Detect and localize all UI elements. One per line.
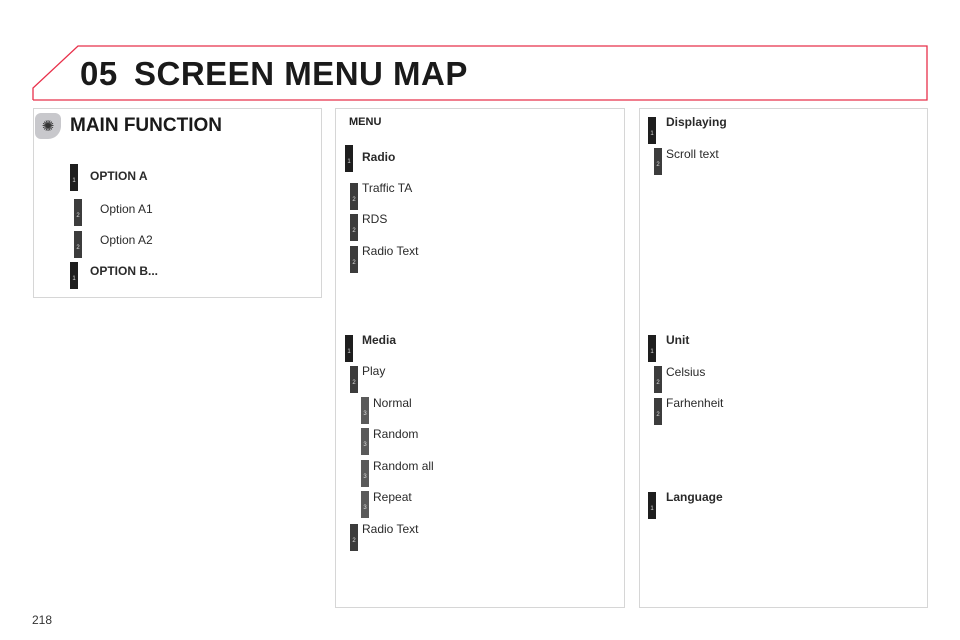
level-number: 2 <box>76 213 80 219</box>
level-badge: 2 <box>350 214 358 241</box>
level-number: 2 <box>352 260 356 266</box>
level-badge: 1 <box>345 145 353 172</box>
main-function-item-label: Option A1 <box>100 202 153 216</box>
level-number: 1 <box>650 349 654 355</box>
level-badge: 2 <box>654 398 662 425</box>
level-number: 2 <box>76 245 80 251</box>
level-badge: 2 <box>350 524 358 551</box>
level-badge: 1 <box>345 335 353 362</box>
level-number: 2 <box>352 538 356 544</box>
main-function-item-label: OPTION A <box>90 169 148 183</box>
level-badge: 1 <box>648 335 656 362</box>
settings-item-label: Displaying <box>666 115 727 129</box>
menu-item-label: Random <box>373 427 419 441</box>
settings-item-label: Farhenheit <box>666 396 724 410</box>
level-badge: 1 <box>70 164 78 191</box>
level-number: 3 <box>363 411 367 417</box>
main-function-item-label: OPTION B... <box>90 264 159 278</box>
level-badge: 3 <box>361 397 369 424</box>
level-number: 2 <box>656 380 660 386</box>
level-badge: 2 <box>654 148 662 175</box>
chapter-number: 05 <box>80 55 118 92</box>
level-badge: 3 <box>361 491 369 518</box>
main-function-item-label: Option A2 <box>100 233 153 247</box>
menu-item-label: Normal <box>373 396 412 410</box>
menu-item-label: Media <box>362 333 397 347</box>
settings-item-label: Scroll text <box>666 147 719 161</box>
level-number: 3 <box>363 442 367 448</box>
level-badge: 1 <box>648 492 656 519</box>
settings-panel <box>639 108 928 608</box>
menu-item-label: Radio <box>362 150 396 164</box>
level-number: 2 <box>352 197 356 203</box>
settings-item-label: Language <box>666 490 723 504</box>
menu-item-label: Repeat <box>373 490 412 504</box>
level-number: 3 <box>363 505 367 511</box>
level-badge: 1 <box>70 262 78 289</box>
settings-item-label: Unit <box>666 333 690 347</box>
menu-item-label: Play <box>362 364 386 378</box>
level-number: 2 <box>656 162 660 168</box>
level-number: 1 <box>72 276 76 282</box>
menu-item-label: Random all <box>373 459 434 473</box>
level-badge: 2 <box>350 246 358 273</box>
level-number: 1 <box>650 131 654 137</box>
main-function-title: MAIN FUNCTION <box>70 115 222 136</box>
level-badge: 3 <box>361 428 369 455</box>
page-title: SCREEN MENU MAP <box>134 55 468 92</box>
level-number: 1 <box>650 506 654 512</box>
level-number: 2 <box>352 380 356 386</box>
level-badge: 2 <box>654 366 662 393</box>
level-badge: 2 <box>350 183 358 210</box>
level-badge: 2 <box>350 366 358 393</box>
page-number: 218 <box>32 613 53 627</box>
menu-item-label: RDS <box>362 212 388 226</box>
level-number: 2 <box>352 228 356 234</box>
level-badge: 3 <box>361 460 369 487</box>
level-number: 1 <box>347 349 351 355</box>
level-badge: 2 <box>74 199 82 226</box>
level-number: 2 <box>656 412 660 418</box>
menu-panel <box>335 108 625 608</box>
menu-item-label: Radio Text <box>362 522 419 536</box>
level-number: 3 <box>363 474 367 480</box>
menu-heading: MENU <box>349 116 382 128</box>
level-number: 1 <box>72 178 76 184</box>
menu-item-label: Radio Text <box>362 244 419 258</box>
level-badge: 1 <box>648 117 656 144</box>
light-bulb-icon: ✺ <box>35 113 61 139</box>
level-badge: 2 <box>74 231 82 258</box>
menu-item-label: Traffic TA <box>362 181 413 195</box>
level-number: 1 <box>347 159 351 165</box>
settings-item-label: Celsius <box>666 365 706 379</box>
